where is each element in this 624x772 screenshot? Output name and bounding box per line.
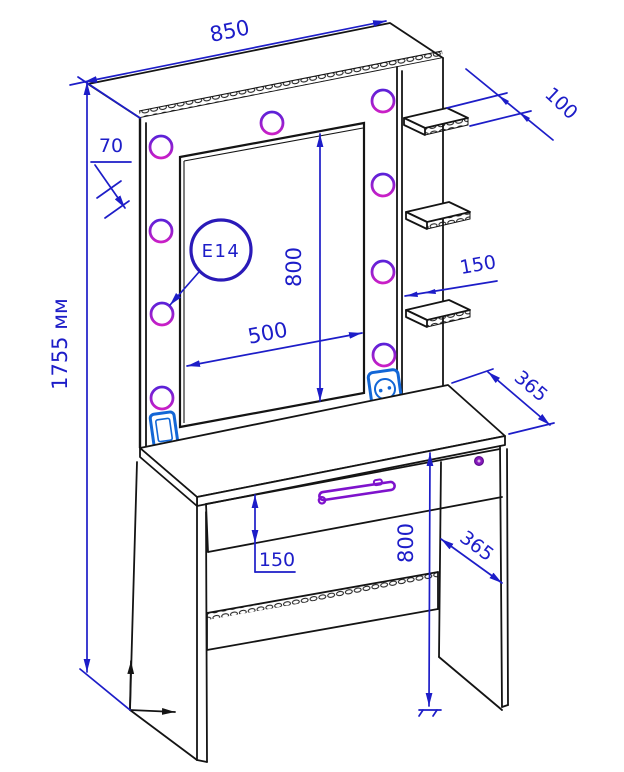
- ground-tick: [432, 709, 438, 717]
- arrowhead: [406, 291, 418, 297]
- bulb-type-circle: [189, 218, 253, 282]
- dim-shelf-depth: 100: [446, 68, 582, 141]
- dim-mirror-height-label: 800: [282, 247, 306, 287]
- light-bulb-icon: [370, 259, 396, 285]
- arrowhead: [519, 112, 530, 122]
- axis-up-arrow: [127, 660, 135, 709]
- light-bulb-icon: [148, 218, 174, 244]
- dim-frame-width-label: 850: [208, 15, 252, 47]
- origin-axes-icon: [127, 660, 176, 715]
- arrowhead: [498, 95, 509, 105]
- left-leg: [129, 461, 208, 763]
- dim-table-height: 800: [394, 452, 442, 717]
- mirror-rebate-top: [183, 127, 364, 162]
- shelf-side-edge: [405, 211, 428, 230]
- extension-tick: [104, 200, 130, 219]
- shelf-3: [405, 299, 471, 328]
- rail-edge-banding: [207, 572, 438, 620]
- shelf-side-edge: [403, 117, 426, 136]
- light-bulb-icon: [149, 301, 175, 327]
- left-leg-bottom-corner: [196, 759, 208, 763]
- left-leg-bottom-edge: [129, 709, 198, 761]
- extension-line: [451, 368, 494, 384]
- light-bulb-icon: [148, 134, 174, 160]
- dimension-line: [465, 68, 554, 141]
- dim-shelf-width-label: 150: [458, 251, 498, 279]
- right-leg-front-thickness: [506, 448, 509, 706]
- socket-hole: [378, 388, 383, 393]
- dim-drawer-height: 150: [251, 494, 296, 573]
- e14-callout: E14: [169, 218, 253, 306]
- axis-right-arrow: [129, 708, 176, 715]
- light-bulbs: [148, 88, 397, 411]
- drawer-knob-icon: [474, 456, 485, 467]
- light-bulb-icon: [149, 385, 175, 411]
- dim-drawer-height-label: 150: [259, 549, 295, 571]
- switch-icon: [148, 410, 180, 450]
- rail-bottom-edge: [206, 608, 439, 651]
- socket-hole: [387, 386, 392, 390]
- arrowhead: [424, 289, 436, 294]
- overshoot: [69, 81, 85, 86]
- right-leg-bottom-edge: [438, 656, 503, 711]
- dimension-line: [440, 538, 503, 584]
- extension-tick: [96, 180, 122, 199]
- dim-table-height-label: 800: [394, 523, 418, 563]
- shelf-1: [403, 107, 469, 136]
- left-leg-front-thickness: [205, 511, 208, 763]
- dimension-line: [404, 280, 498, 297]
- dimension-line: [186, 332, 363, 367]
- right-leg: [438, 445, 509, 711]
- drawer-handle-icon: [317, 478, 396, 505]
- dimension-line: [487, 371, 551, 426]
- light-bulb-icon: [370, 88, 396, 114]
- dimension-line: [425, 452, 434, 707]
- dimension-line: [83, 20, 387, 83]
- light-bulb-icon: [259, 110, 285, 136]
- bulb-type-label: E14: [202, 241, 241, 262]
- leader-arrow: [94, 164, 126, 209]
- shelf-2: [405, 201, 471, 230]
- right-leg-back-edge: [438, 461, 442, 658]
- dim-side-panel-depth-label: 365: [456, 527, 498, 566]
- dim-frame-border: 70: [90, 135, 132, 219]
- light-bulb-icon: [370, 172, 396, 198]
- light-bulb-icon: [371, 342, 397, 368]
- back-rail: [206, 571, 439, 651]
- extension-line: [469, 110, 532, 127]
- leader-arrow: [169, 271, 200, 306]
- right-leg-bottom-corner: [501, 704, 509, 708]
- dim-side-panel-depth: 365: [440, 527, 503, 584]
- shelf-side-edge: [405, 309, 428, 328]
- mirror-cabinet: [87, 22, 471, 450]
- dim-tabletop-depth-label: 365: [510, 366, 552, 406]
- dim-total-height: 1755 мм: [48, 81, 131, 711]
- rail-top-edge: [206, 571, 439, 614]
- dim-total-height-label: 1755 мм: [48, 298, 72, 390]
- extension-line: [508, 422, 555, 435]
- extension-line: [79, 668, 131, 711]
- ground-tick: [418, 709, 424, 717]
- dim-frame-border-label: 70: [99, 135, 123, 157]
- extension-line: [446, 92, 508, 109]
- right-leg-front-edge: [499, 445, 503, 708]
- dim-shelf-depth-label: 100: [540, 83, 582, 124]
- table: [127, 384, 509, 763]
